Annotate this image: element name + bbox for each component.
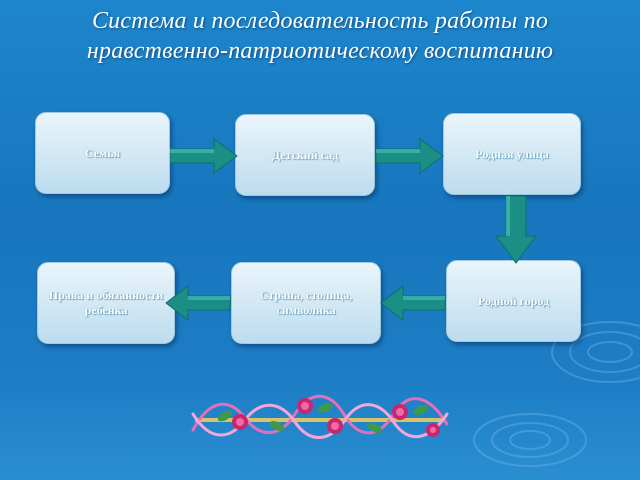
arrow-right-1-icon [170,138,238,174]
box-street: Родная улица [443,113,581,195]
box-city-label: Родной город [477,293,550,308]
arrow-left-1-icon [380,285,446,321]
arrow-down-icon [495,196,537,264]
title-line-1: Система и последовательность работы по [91,8,549,34]
box-kindergarten-label: Детский сад [271,147,339,162]
arrow-right-2-icon [376,138,444,174]
box-street-label: Родная улица [475,146,549,161]
box-country: Страна, столица, символика [231,262,381,344]
title-line-2: нравственно-патриотическому воспитанию [86,38,554,64]
box-country-label: Страна, столица, символика [259,288,353,317]
water-ripple-icon [473,321,640,467]
box-family: Семья [35,112,170,194]
box-kindergarten: Детский сад [235,114,375,196]
arrow-left-2-icon [165,285,231,321]
box-city: Родной город [446,260,581,342]
box-rights-label: Права и обязанности ребенка [48,288,164,317]
flower-garland-icon [191,394,449,439]
slide-title: Система и последовательность работы по н… [10,6,630,66]
box-rights: Права и обязанности ребенка [37,262,175,344]
box-family-label: Семья [84,145,121,160]
